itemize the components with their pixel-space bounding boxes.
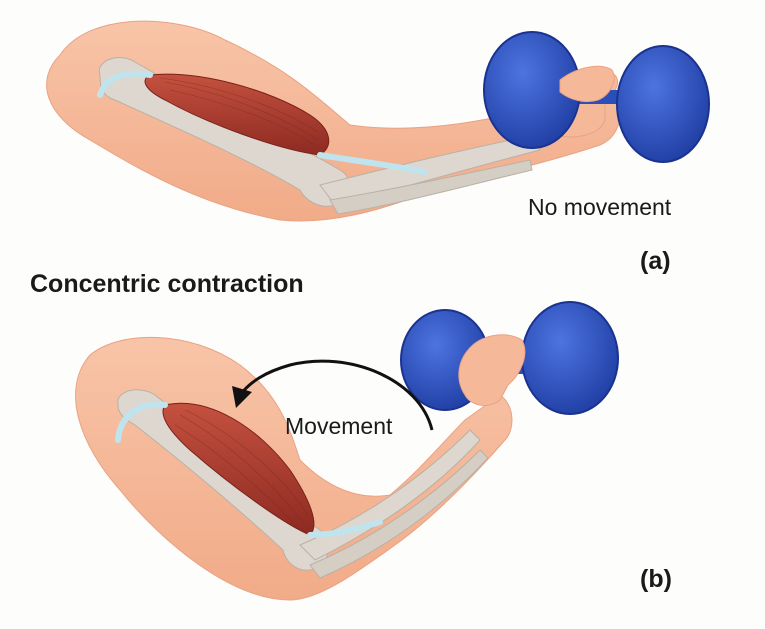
- diagram-title: Concentric contraction: [30, 270, 304, 299]
- dumbbell-a-right-plate: [617, 46, 709, 162]
- panel-label-b: (b): [640, 565, 672, 594]
- panel-label-a: (a): [640, 247, 671, 276]
- dumbbell-b-right-plate: [522, 302, 618, 414]
- caption-no-movement: No movement: [528, 194, 671, 221]
- caption-movement: Movement: [285, 413, 392, 440]
